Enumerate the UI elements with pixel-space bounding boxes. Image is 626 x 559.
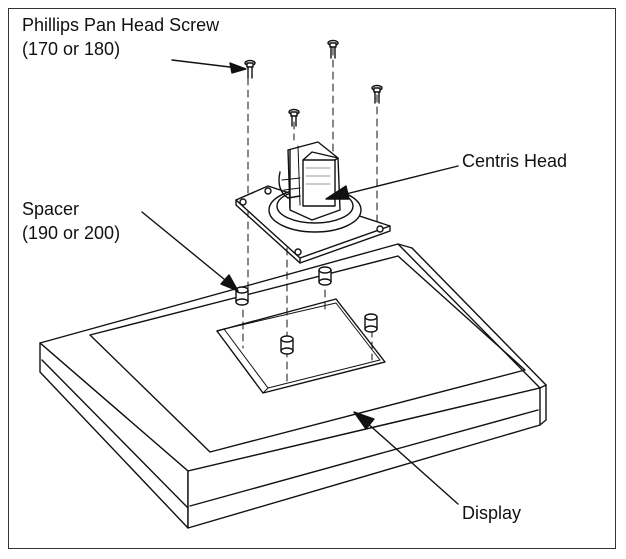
screw-1: [244, 59, 256, 79]
screw-2: [327, 39, 339, 59]
spacer-2: [318, 266, 332, 286]
screw-label-line1: Phillips Pan Head Screw: [22, 15, 220, 35]
display-leader-line: [365, 421, 459, 505]
spacer-leader-line: [141, 211, 231, 285]
spacer-arrowhead: [220, 274, 239, 292]
screw-4: [288, 108, 300, 127]
screws: [244, 39, 383, 127]
mounting-recess: [216, 298, 386, 394]
centris-leader-line: [337, 165, 459, 197]
centris-head-label: Centris Head: [462, 151, 568, 171]
leader-arrows: [141, 59, 459, 505]
spacer-label-line2: (190 or 200): [22, 223, 121, 243]
screw-3: [371, 84, 383, 104]
spacer-label-line1: Spacer: [22, 199, 80, 219]
display-label: Display: [462, 503, 522, 523]
display-left-edge: [41, 359, 189, 509]
display-arrowhead: [353, 411, 375, 430]
display-bottom-edge: [189, 409, 539, 507]
screw-arrowhead: [229, 62, 247, 74]
spacer-3: [364, 313, 378, 333]
display-bevel-line: [89, 255, 526, 453]
centris-arrowhead: [325, 185, 350, 200]
screw-leader-line: [171, 59, 239, 69]
spacer-4: [280, 335, 294, 355]
centris-head: [235, 141, 391, 264]
screw-label-line2: (170 or 180): [22, 39, 121, 59]
